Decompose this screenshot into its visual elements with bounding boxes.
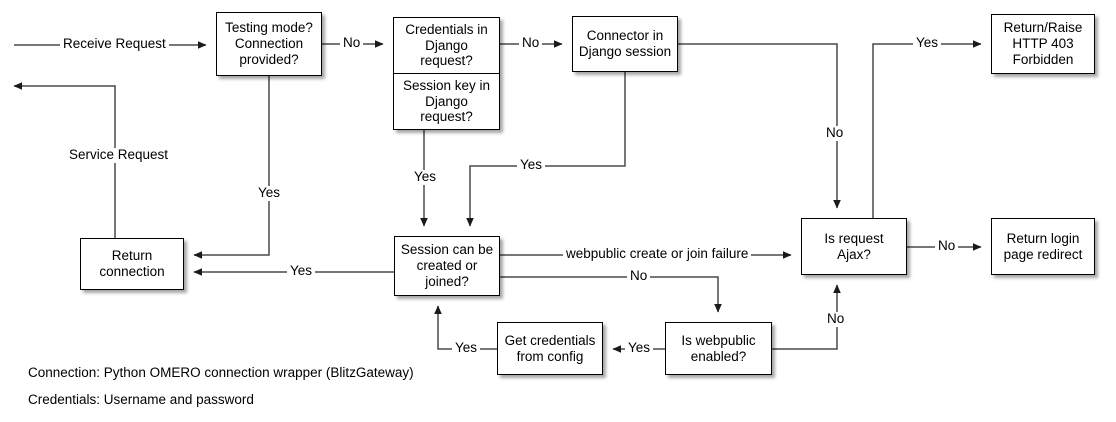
node-is-webpublic-text: Is webpublic enabled? [666, 323, 771, 374]
node-return-connection[interactable]: Return connection [80, 238, 184, 290]
node-line: Django session [578, 44, 672, 59]
edge-label-session-key-yes: Yes [411, 169, 440, 185]
edge-label-webpublic-no: No [824, 311, 848, 327]
edge-label-connector-yes: Yes [517, 157, 546, 173]
node-line: Session key in [402, 77, 491, 93]
node-line: from config [516, 348, 584, 364]
node-testing-mode-text: Testing mode? Connection provided? [217, 13, 321, 75]
node-line: Return [111, 248, 153, 264]
edge-session-no [500, 276, 722, 313]
edge-connector-yes [466, 72, 626, 227]
node-connector-session-text: Connector in Django session [573, 17, 677, 71]
edge-label-session-no: No [627, 268, 651, 284]
node-line: Is webpublic [681, 332, 756, 348]
edge-label-webpublic-yes: Yes [625, 340, 654, 356]
edge-label-connector-no: No [823, 125, 847, 141]
node-return-connection-text: Return connection [81, 239, 183, 289]
edge-label-service-request: Service Request [66, 147, 172, 163]
node-connector-session[interactable]: Connector in Django session [572, 16, 678, 72]
node-line: Django request? [420, 37, 473, 69]
edge-label-credentials-no: No [519, 35, 543, 51]
legend-credentials: Credentials: Username and password [28, 392, 254, 407]
node-get-credentials-text: Get credentials from config [498, 323, 602, 374]
node-line: Session can be [400, 242, 494, 258]
node-http-403-text: Return/Raise HTTP 403 Forbidden [992, 15, 1094, 73]
node-line: Connection [234, 36, 304, 52]
edge-label-webpublic-failure: webpublic create or join failure [563, 246, 752, 262]
edge-webpublic-no [772, 284, 841, 350]
node-session-created-text: Session can be created or joined? [395, 237, 499, 295]
node-line: created or [416, 258, 478, 274]
node-line: joined? [425, 273, 469, 289]
edge-label-ajax-yes: Yes [913, 35, 942, 51]
node-http-403[interactable]: Return/Raise HTTP 403 Forbidden [991, 14, 1095, 74]
node-line: connection [99, 264, 165, 279]
edge-label-session-yes-return: Yes [287, 263, 316, 279]
node-line: Credentials in [405, 21, 488, 37]
node-line: page redirect [1003, 246, 1083, 262]
edge-label-testing-yes: Yes [255, 185, 284, 201]
node-line: enabled? [690, 348, 747, 364]
edge-label-receive-request: Receive Request [60, 36, 169, 52]
node-line: Is request Ajax? [824, 230, 884, 262]
node-line: provided? [239, 51, 299, 67]
edge-label-config-yes: Yes [452, 340, 481, 356]
node-testing-mode[interactable]: Testing mode? Connection provided? [216, 12, 322, 76]
edge-ajax-yes [872, 40, 982, 218]
node-is-request-ajax-text: Is request Ajax? [802, 219, 906, 274]
node-return-login-text: Return login page redirect [992, 219, 1094, 274]
node-line: Django request? [420, 93, 473, 125]
node-line: Forbidden [1012, 51, 1074, 67]
node-return-login[interactable]: Return login page redirect [991, 218, 1095, 275]
edge-testing-yes [193, 76, 270, 259]
legend-connection: Connection: Python OMERO connection wrap… [28, 365, 414, 380]
node-line: Return/Raise [1003, 20, 1083, 36]
node-session-key-request-text: Session key in Django request? [394, 74, 499, 129]
node-line: Get credentials [504, 332, 596, 348]
node-line: Connector in [586, 28, 664, 44]
node-credentials-request-text: Credentials in Django request? [394, 18, 499, 74]
edge-label-ajax-no: No [935, 238, 959, 254]
node-get-credentials[interactable]: Get credentials from config [497, 322, 603, 375]
node-line: Testing mode? [225, 20, 313, 36]
node-line: Return login [1006, 230, 1080, 246]
node-is-webpublic[interactable]: Is webpublic enabled? [665, 322, 772, 375]
node-session-created[interactable]: Session can be created or joined? [394, 236, 500, 296]
node-is-request-ajax[interactable]: Is request Ajax? [801, 218, 907, 275]
edge-label-testing-no: No [340, 35, 364, 51]
edge-connector-no [678, 43, 841, 209]
edge-service-request [13, 82, 116, 238]
node-line: HTTP 403 [1012, 36, 1074, 52]
node-credentials-and-session-key[interactable]: Credentials in Django request? Session k… [393, 17, 500, 130]
